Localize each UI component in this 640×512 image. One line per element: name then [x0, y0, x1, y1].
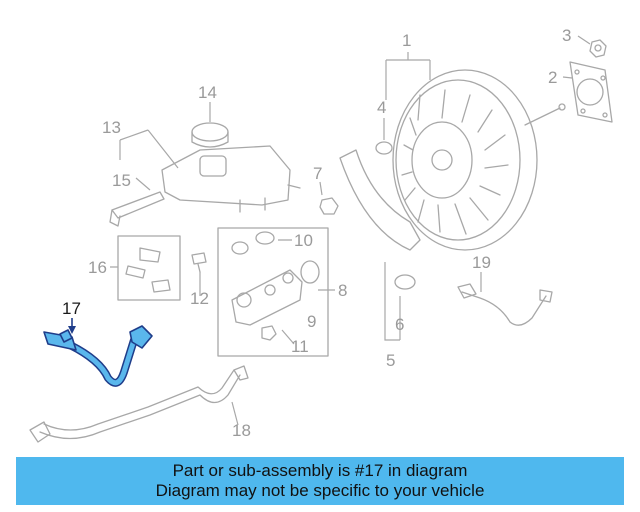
heat-shield — [339, 149, 421, 251]
master-cylinder-box — [217, 227, 329, 357]
callout-13: 13 — [102, 118, 121, 137]
booster-nut — [589, 39, 607, 58]
callout-19: 19 — [472, 253, 491, 272]
brake-booster — [392, 69, 566, 251]
info-banner: Part or sub-assembly is #17 in diagram D… — [16, 457, 624, 505]
callout-14: 14 — [198, 83, 217, 102]
reservoir-cap — [191, 122, 229, 148]
parts-diagram: 1 2 3 4 5 6 7 8 9 10 11 12 13 14 15 16 1… — [29, 26, 613, 443]
callout-15: 15 — [112, 171, 131, 190]
callout-3: 3 — [562, 26, 571, 45]
bushing-4 — [375, 141, 393, 155]
brake-line-18 — [29, 365, 249, 443]
nut-7 — [319, 197, 339, 215]
bolt-12 — [191, 252, 207, 273]
highlighted-hose-17 — [43, 318, 153, 387]
callout-2: 2 — [548, 68, 557, 87]
callout-5: 5 — [386, 351, 395, 370]
sensor-19 — [457, 283, 553, 326]
callout-12: 12 — [190, 289, 209, 308]
fluid-reservoir — [161, 145, 301, 213]
group-box-16 — [117, 235, 181, 301]
master-cylinder — [231, 231, 320, 341]
callout-10: 10 — [294, 231, 313, 250]
leader-lines — [110, 35, 591, 426]
banner-line-1: Part or sub-assembly is #17 in diagram — [172, 461, 468, 480]
grommet-6 — [394, 274, 416, 290]
callout-11: 11 — [291, 337, 309, 356]
callout-8: 8 — [338, 281, 347, 300]
callout-4: 4 — [377, 98, 386, 117]
mounting-gasket — [569, 61, 613, 123]
callout-6: 6 — [395, 315, 404, 334]
reservoir-pin — [109, 191, 165, 227]
callout-9: 9 — [307, 312, 316, 331]
callout-1: 1 — [402, 31, 411, 50]
banner-line-2: Diagram may not be specific to your vehi… — [155, 481, 485, 500]
callout-17: 17 — [62, 299, 81, 318]
callout-16: 16 — [88, 258, 107, 277]
callout-7: 7 — [313, 164, 322, 183]
callout-18: 18 — [232, 421, 251, 440]
